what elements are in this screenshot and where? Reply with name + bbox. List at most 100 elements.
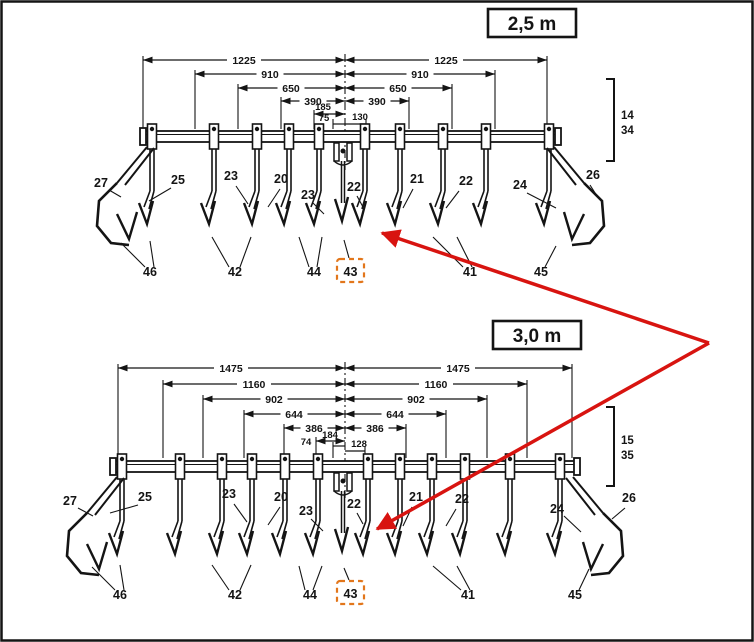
callout-41: 41	[461, 588, 475, 602]
callout-23: 23	[222, 487, 236, 501]
callout-45: 45	[534, 265, 548, 279]
callout-41: 41	[463, 265, 477, 279]
callout-20: 20	[274, 172, 288, 186]
side-value-top: 15	[621, 435, 634, 447]
size-label-text: 3,0 m	[513, 326, 562, 347]
dim-644-left: 644	[244, 407, 345, 421]
dim-value: 386	[305, 423, 323, 435]
size-label-text: 2,5 m	[508, 14, 557, 35]
callout-44: 44	[303, 588, 317, 602]
callout-43-highlighted: 43	[344, 587, 358, 601]
dim-1225-left: 1225	[143, 53, 345, 67]
dim-390-left: 390	[281, 94, 345, 108]
callout-leaders	[108, 184, 598, 268]
dim-value: 650	[389, 83, 407, 95]
dim-value: 650	[282, 83, 300, 95]
dim-1160-right: 1160	[345, 377, 527, 391]
dim-value: 1475	[446, 363, 470, 375]
side-value-bottom: 34	[621, 125, 634, 137]
dim-value: 128	[351, 439, 367, 450]
dim-value: 74	[301, 437, 312, 448]
callout-26: 26	[622, 491, 636, 505]
dim-value: 130	[352, 112, 368, 123]
callout-45: 45	[568, 588, 582, 602]
highlight-box-43	[335, 257, 366, 284]
side-bracket: 14 34	[606, 78, 634, 162]
callout-23: 23	[224, 169, 238, 183]
callout-25: 25	[138, 490, 152, 504]
extension-lines	[142, 54, 548, 170]
dim-value: 1225	[434, 55, 458, 67]
callout-21: 21	[410, 172, 424, 186]
dim-386-left: 386	[284, 421, 345, 435]
callout-42: 42	[228, 588, 242, 602]
callout-leaders	[77, 503, 626, 591]
dim-184: 184	[316, 430, 345, 445]
dim-value: 390	[368, 96, 386, 108]
callout-25: 25	[171, 173, 185, 187]
callout-24: 24	[513, 178, 527, 192]
highlight-box-43	[335, 579, 366, 606]
callout-46: 46	[143, 265, 157, 279]
dim-value: 184	[322, 430, 339, 441]
dim-386-right: 386	[345, 421, 406, 435]
dim-value: 1160	[425, 379, 448, 391]
dim-value: 902	[265, 394, 283, 406]
side-bracket: 15 35	[606, 406, 634, 487]
size-label-3-0m: 3,0 m	[491, 319, 583, 351]
dim-902-right: 902	[345, 392, 487, 406]
dim-1475-left: 1475	[118, 361, 345, 375]
dim-390-right: 390	[345, 94, 409, 108]
arrow-to-top-43	[380, 229, 710, 345]
dim-902-left: 902	[203, 392, 345, 406]
dim-value: 390	[304, 96, 322, 108]
dim-1160-left: 1160	[163, 377, 345, 391]
callout-27: 27	[94, 176, 108, 190]
dim-1225-right: 1225	[345, 53, 547, 67]
callout-23: 23	[299, 504, 313, 518]
callouts: 27 25 23 20 23 22 21 22 24 26 46 42 44 4…	[63, 487, 636, 606]
callout-22: 22	[455, 492, 469, 506]
dim-value: 644	[285, 409, 303, 421]
callout-43-highlighted: 43	[344, 265, 358, 279]
dim-74: 74	[301, 437, 345, 448]
dim-650-right: 650	[345, 81, 452, 95]
dim-650-left: 650	[238, 81, 345, 95]
dim-910-left: 910	[195, 67, 345, 81]
callout-22: 22	[347, 180, 361, 194]
callouts: 27 25 23 20 23 22 21 22 24 26 46 42 44 4…	[94, 168, 600, 284]
callout-26: 26	[586, 168, 600, 182]
side-value-bottom: 35	[621, 450, 634, 462]
dim-value: 185	[315, 102, 332, 113]
dim-644-right: 644	[345, 407, 446, 421]
callout-21: 21	[409, 490, 423, 504]
extension-lines	[117, 362, 573, 500]
dim-value: 1225	[232, 55, 256, 67]
dim-value: 910	[411, 69, 429, 81]
dim-910-right: 910	[345, 67, 495, 81]
callout-46: 46	[113, 588, 127, 602]
side-value-top: 14	[621, 110, 634, 122]
dim-185: 185	[314, 102, 345, 118]
dim-value: 910	[261, 69, 279, 81]
panel-3-0m: 3,0 m 1475 1475	[63, 319, 636, 606]
callout-42: 42	[228, 265, 242, 279]
dim-128: 128	[345, 439, 367, 452]
dim-value: 644	[386, 409, 404, 421]
dim-value: 1475	[219, 363, 243, 375]
dim-value: 1160	[243, 379, 266, 391]
dim-value: 75	[319, 113, 330, 124]
callout-22: 22	[347, 497, 361, 511]
dim-value: 902	[407, 394, 425, 406]
arrow-to-bottom-43	[375, 341, 710, 531]
dim-75: 75	[319, 113, 345, 125]
red-pointer-arrows	[375, 229, 710, 531]
dim-value: 386	[366, 423, 384, 435]
callout-20: 20	[274, 490, 288, 504]
callout-22: 22	[459, 174, 473, 188]
cultivator-2-5m	[95, 122, 606, 247]
callout-44: 44	[307, 265, 321, 279]
callout-24: 24	[550, 502, 564, 516]
